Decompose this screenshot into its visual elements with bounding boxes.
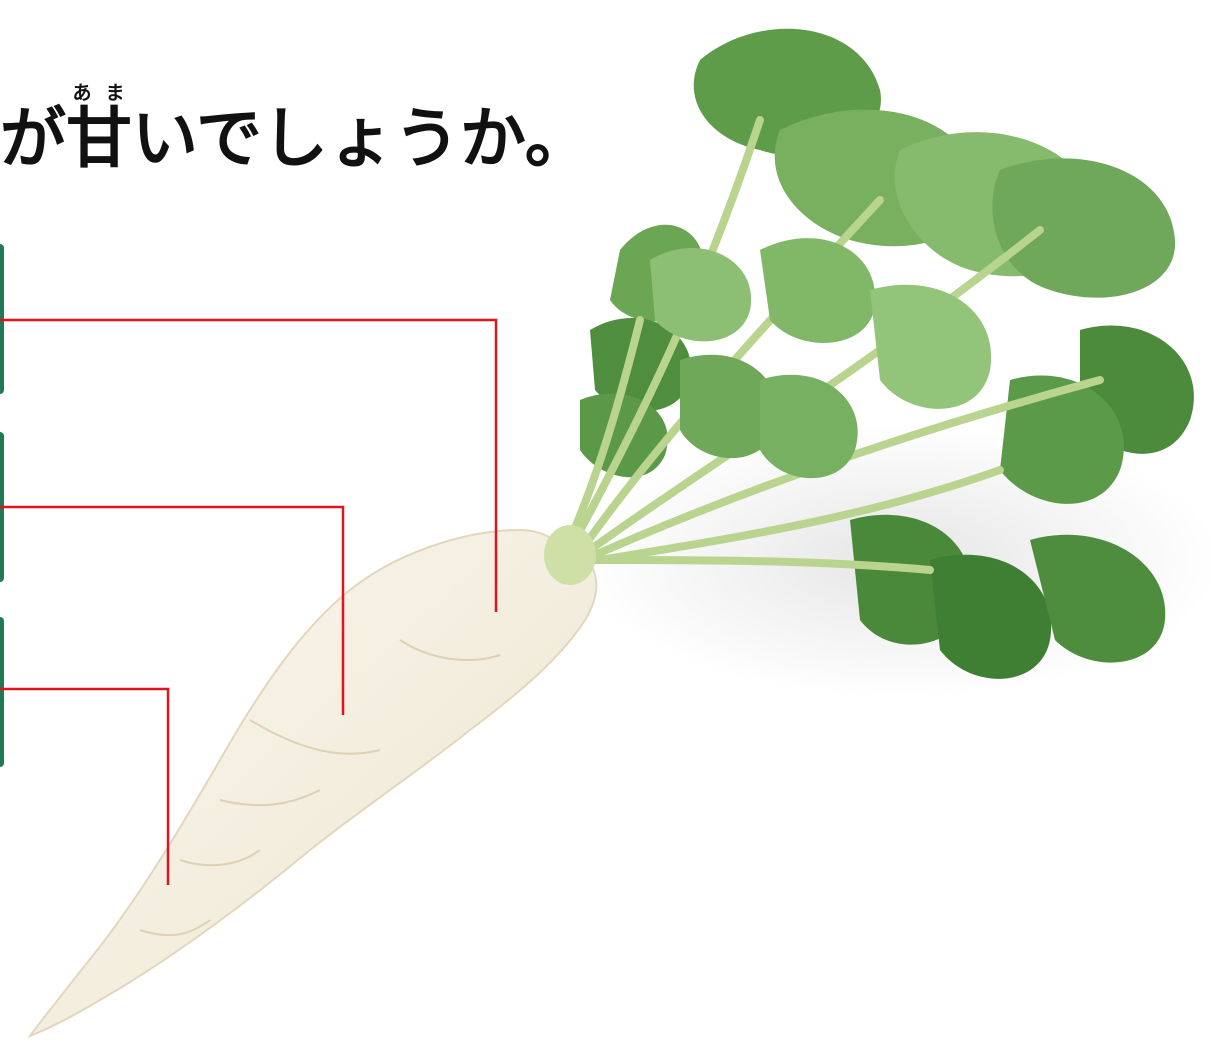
root-texture (139, 639, 501, 937)
heading-text-before: が (0, 100, 66, 177)
leader-line-top (0, 318, 498, 612)
daikon-root (27, 528, 598, 1039)
root-crown (544, 525, 596, 585)
heading-ruby: 甘あま (66, 82, 132, 177)
heading-ruby-reading: あま (66, 82, 132, 104)
heading-text-after: いでしょうか。 (132, 100, 591, 177)
leader-lines (0, 318, 498, 885)
question-heading: が甘あまいでしょうか。 (0, 82, 591, 172)
leader-line-bottom (0, 687, 170, 885)
answer-tab-bottom[interactable] (0, 617, 4, 767)
leaf-cluster-front (650, 238, 992, 479)
heading-ruby-base: 甘 (66, 100, 132, 177)
leader-line-middle (0, 505, 345, 715)
